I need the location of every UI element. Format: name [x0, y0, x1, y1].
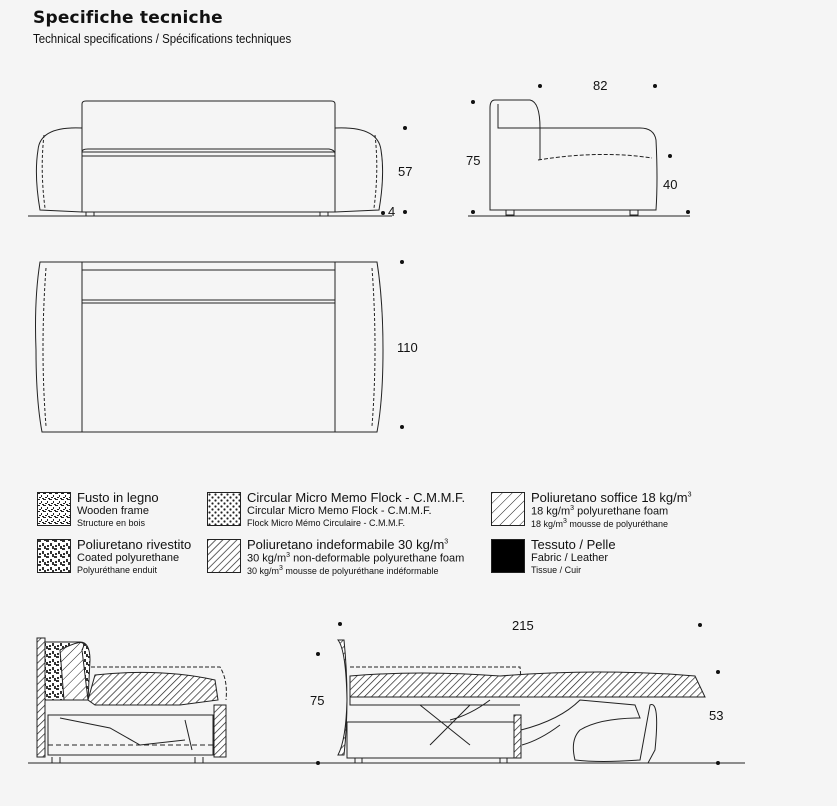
section-sofa-bed-open [336, 639, 706, 764]
dimension-markers [316, 84, 720, 765]
solid-swatch-icon [491, 539, 525, 573]
dim-front-foot: 4 [388, 204, 395, 219]
dim-bed-length: 215 [512, 618, 534, 633]
page-title: Specifiche tecniche [33, 8, 223, 28]
speckle-pattern-icon [37, 492, 71, 526]
page-subtitle: Technical specifications / Spécification… [33, 31, 292, 46]
legend-cmmf: Circular Micro Memo Flock - C.M.M.F.Circ… [207, 490, 487, 529]
dots-pattern-icon [207, 492, 241, 526]
dim-top-depth: 110 [397, 340, 418, 355]
coarse-speckle-pattern-icon [37, 539, 71, 573]
dim-side-depth: 82 [593, 78, 607, 93]
section-sofa [36, 637, 227, 763]
dim-front-height: 57 [398, 164, 412, 179]
top-view [35, 261, 384, 433]
light-hatch-pattern-icon [491, 492, 525, 526]
dim-mattress-height: 53 [709, 708, 723, 723]
front-view [28, 100, 392, 217]
side-view [468, 99, 690, 217]
dim-bed-height: 75 [310, 693, 324, 708]
dim-seat-height: 40 [663, 177, 677, 192]
dense-hatch-pattern-icon [207, 539, 241, 573]
dim-side-height: 75 [466, 153, 480, 168]
